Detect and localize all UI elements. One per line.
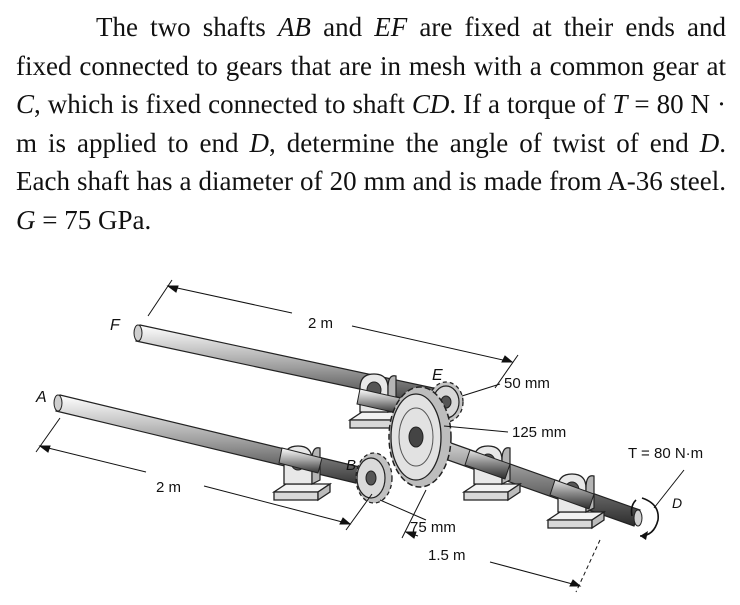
gear-b <box>355 452 393 504</box>
dim-label-ef: 2 m <box>308 315 333 332</box>
problem-text-8: . Each shaft has a diameter of 20 mm and… <box>16 127 726 197</box>
var-t: T <box>612 89 628 119</box>
problem-text-5: . If a torque of <box>449 89 613 119</box>
problem-text-9: = 75 GPa. <box>35 204 152 235</box>
label-a: A <box>35 389 47 406</box>
leader-lines <box>379 383 685 521</box>
gear-c <box>388 386 452 488</box>
var-d-2: D <box>699 127 720 158</box>
label-b: B <box>346 457 356 474</box>
dim-label-gear-c: 125 mm <box>512 424 566 441</box>
shaft-gear-diagram: F A E B D 2 m 2 m 1.5 m 50 mm 125 mm 75 … <box>35 279 703 593</box>
problem-text-2: and <box>310 12 375 42</box>
var-ab: AB <box>277 12 311 42</box>
problem-statement: The two shafts AB and EF are fixed at th… <box>16 8 726 239</box>
dim-line-ef <box>147 279 519 389</box>
problem-text-7: , determine the angle of twist of end <box>269 127 700 158</box>
problem-text-3: are fixed at their ends and fixed connec… <box>16 12 727 81</box>
var-d: D <box>249 127 270 158</box>
dim-label-gear-b: 75 mm <box>410 519 456 536</box>
label-e: E <box>432 367 443 384</box>
var-g: G <box>16 204 36 235</box>
dim-label-ab: 2 m <box>156 479 181 496</box>
torque-label: T = 80 N·m <box>628 445 703 462</box>
label-f: F <box>110 317 121 334</box>
dim-line-cd <box>401 489 601 593</box>
shaft-ab <box>53 394 373 487</box>
var-cd: CD <box>411 89 450 119</box>
problem-text-4: , which is fixed connected to shaft <box>34 89 412 119</box>
dim-line-ab <box>35 417 373 531</box>
problem-text-1: The two shafts <box>96 12 278 42</box>
label-d: D <box>672 495 682 511</box>
shaft-end-d <box>633 509 643 527</box>
dim-label-gear-e: 50 mm <box>504 375 550 392</box>
torque-arrow <box>630 497 659 540</box>
problem-text-6: = 80 N · m is applied to end <box>16 89 726 158</box>
dim-label-cd: 1.5 m <box>428 547 466 564</box>
var-ef: EF <box>374 12 408 42</box>
var-c: C <box>16 89 35 119</box>
